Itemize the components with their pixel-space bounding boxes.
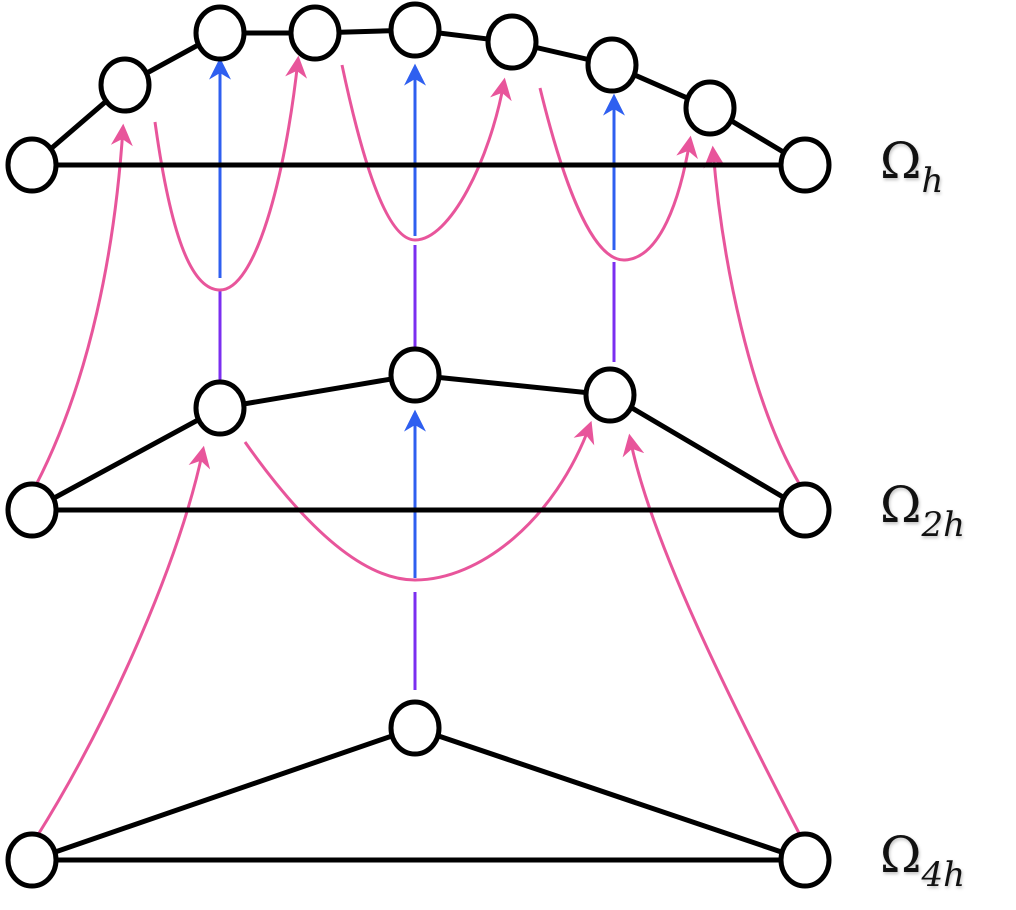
node xyxy=(485,13,539,71)
level-label-2h: Ω2h xyxy=(880,476,965,545)
pink-arrow xyxy=(243,420,595,582)
node xyxy=(288,4,342,62)
node xyxy=(778,831,832,889)
nodes xyxy=(5,1,832,889)
node xyxy=(388,699,442,757)
node xyxy=(193,379,247,437)
node xyxy=(98,56,152,114)
level-label-4h: Ω4h xyxy=(880,826,965,895)
omega-symbol: Ω xyxy=(880,476,922,534)
blue-arrows xyxy=(209,57,625,578)
node xyxy=(585,36,639,94)
pink-arrow xyxy=(340,64,512,242)
node xyxy=(388,1,442,59)
omega-symbol: Ω xyxy=(880,826,922,884)
node xyxy=(583,366,637,424)
node xyxy=(193,4,247,62)
pink-arrow xyxy=(34,123,133,486)
node xyxy=(778,136,832,194)
omega-symbol: Ω xyxy=(880,132,922,190)
pink-arrow xyxy=(153,55,308,292)
pink-arrow xyxy=(34,445,211,839)
level-label-h: Ωh xyxy=(880,132,943,201)
node xyxy=(683,79,737,137)
node xyxy=(778,481,832,539)
pink-arrow xyxy=(538,87,698,262)
level-subscript: h xyxy=(921,161,944,201)
level-subscript: 4h xyxy=(921,855,965,895)
node xyxy=(5,481,59,539)
node xyxy=(5,831,59,889)
node xyxy=(388,346,442,404)
level-subscript: 2h xyxy=(921,505,965,545)
purple-segments xyxy=(218,245,616,690)
pink-arrow xyxy=(622,433,802,836)
node xyxy=(5,136,59,194)
pink-arrow xyxy=(703,145,802,486)
